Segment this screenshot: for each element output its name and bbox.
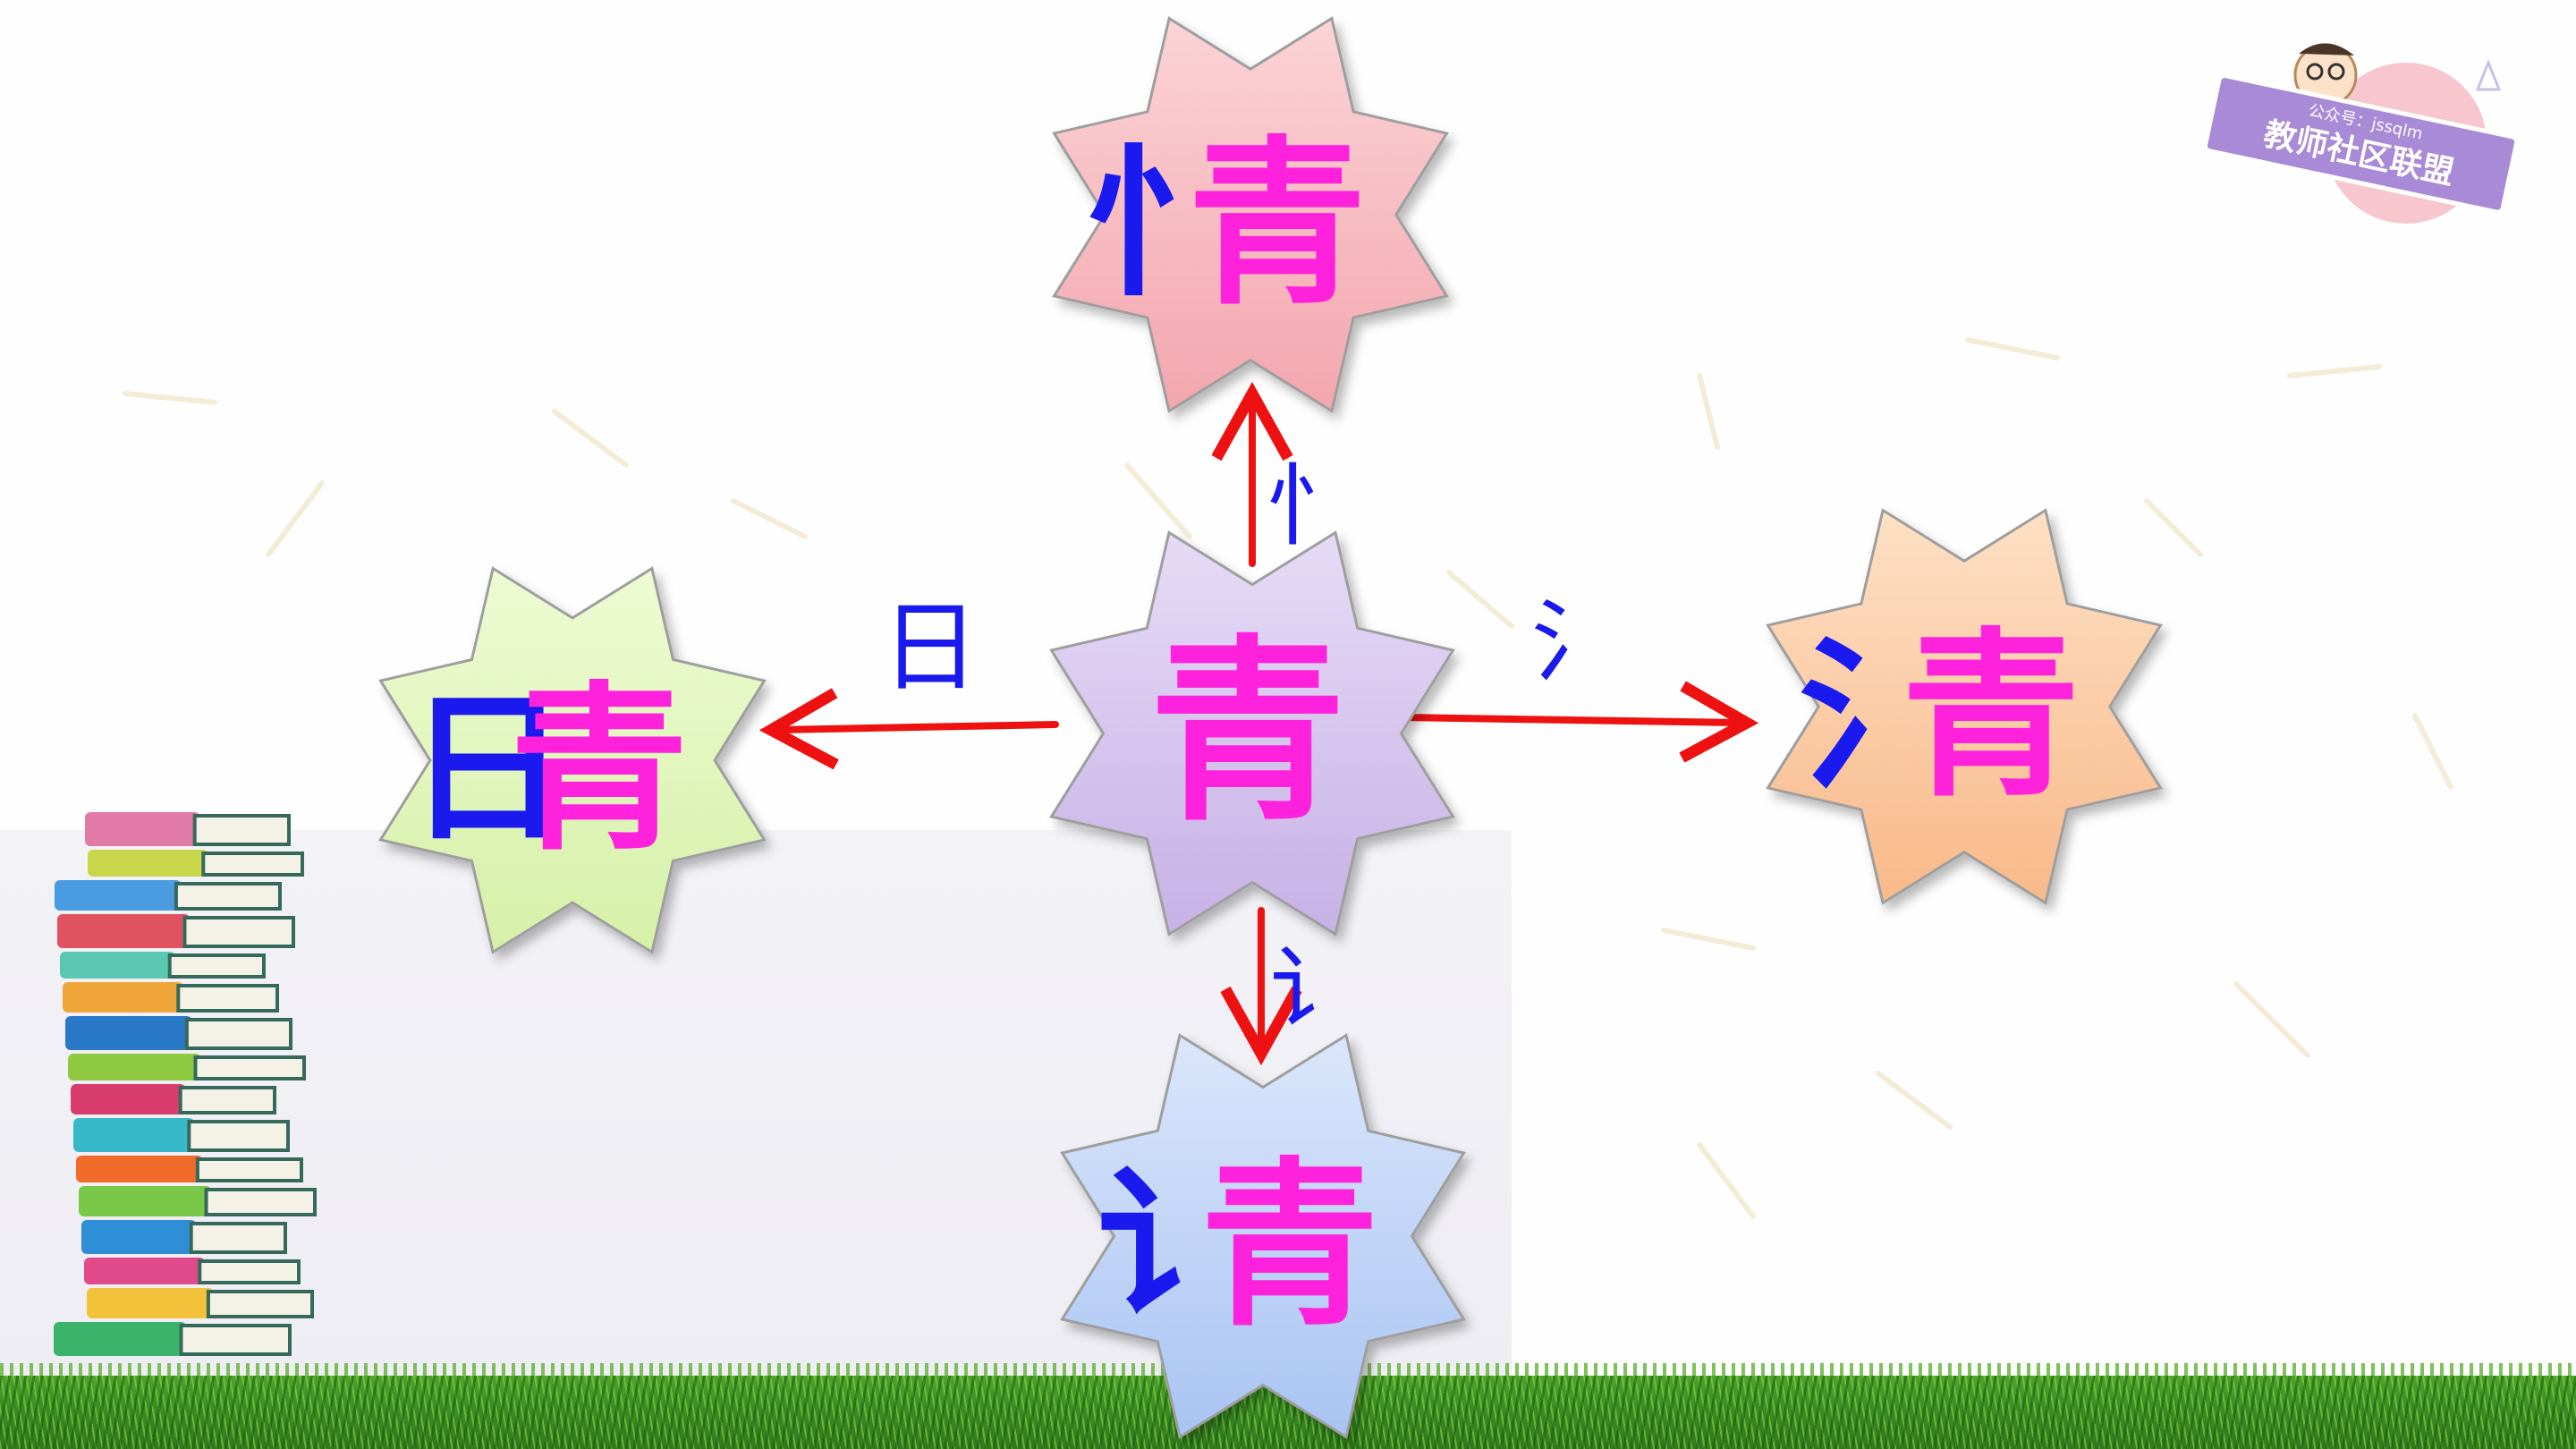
book-pages [178,986,277,1011]
book-pages [199,1261,299,1283]
book-spine [88,850,208,877]
book-pages [198,1159,301,1181]
book-spine [63,982,183,1013]
book-pages [170,955,264,977]
radical-label-left: 日 [881,590,979,705]
book-pages [191,1224,285,1252]
radical-label-up: 忄 [1266,453,1355,558]
book-spine [81,1220,197,1254]
char-right-shared: 青 [1902,613,2080,821]
book-pages [203,853,302,875]
book-pages [185,918,294,946]
book-spine [71,1084,186,1114]
book-spine [65,1016,192,1050]
char-left-shared: 青 [510,666,689,875]
book-spine [76,1156,203,1182]
char-down-shared: 青 [1200,1142,1379,1351]
book-pages [176,884,280,909]
book-pages [181,1088,275,1113]
book-spine [85,812,200,846]
book-spine [55,880,182,911]
book-spine [54,1322,187,1356]
arrow-right [1402,717,1740,723]
book-pages [187,1020,291,1048]
char-up-shared: 青 [1188,121,1367,329]
book-pages [189,1122,288,1150]
book-spine [87,1288,214,1318]
arrow-left [778,724,1055,730]
center-character: 青 [1149,618,1346,847]
logo-badge: 公众号：jssqlm 教师社区联盟 [2204,43,2517,224]
book-spine [84,1258,205,1284]
book-spine [60,952,175,979]
book-spine [57,914,191,948]
book-spine [79,1186,212,1216]
book-pages [195,816,289,844]
book-stack-illustration [54,812,315,1356]
book-spine [73,1118,194,1152]
book-pages [196,1057,305,1079]
book-spine [68,1054,201,1080]
book-pages [208,1292,312,1317]
radical-label-down: 讠 [1270,936,1360,1041]
book-pages [207,1190,316,1215]
radical-label-right: 氵 [1531,589,1621,694]
book-pages [182,1326,291,1354]
